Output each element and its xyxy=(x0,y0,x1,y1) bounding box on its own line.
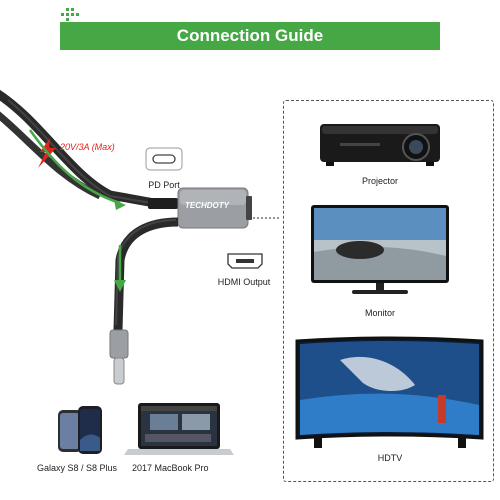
projector-image xyxy=(320,124,440,166)
power-rating-text: 20V/3A (Max) xyxy=(60,142,115,152)
hdtv-label: HDTV xyxy=(377,453,403,463)
monitor-image xyxy=(311,205,449,294)
macbook-image xyxy=(124,403,234,455)
galaxy-phones-image xyxy=(58,406,102,454)
header-banner: Connection Guide xyxy=(60,22,440,50)
projector-label: Projector xyxy=(361,176,399,186)
pd-port-label: PD Port xyxy=(148,180,180,190)
usb-c-male-housing xyxy=(109,329,129,359)
adapter-brand-label: TECHDOTY xyxy=(185,201,229,210)
display-devices-panel xyxy=(283,100,494,482)
macbook-label: 2017 MacBook Pro xyxy=(132,463,209,473)
usb-c-plug xyxy=(148,198,178,209)
brand-logo-icon xyxy=(61,8,79,21)
page-title: Connection Guide xyxy=(176,26,324,45)
galaxy-label: Galaxy S8 / S8 Plus xyxy=(37,463,118,473)
hdmi-output-label: HDMI Output xyxy=(217,277,271,287)
usb-c-male-tip xyxy=(113,357,125,385)
hdtv-image xyxy=(295,336,484,448)
pd-port-icon xyxy=(145,147,183,171)
green-arrow-power xyxy=(28,129,121,205)
monitor-label: Monitor xyxy=(364,308,396,318)
